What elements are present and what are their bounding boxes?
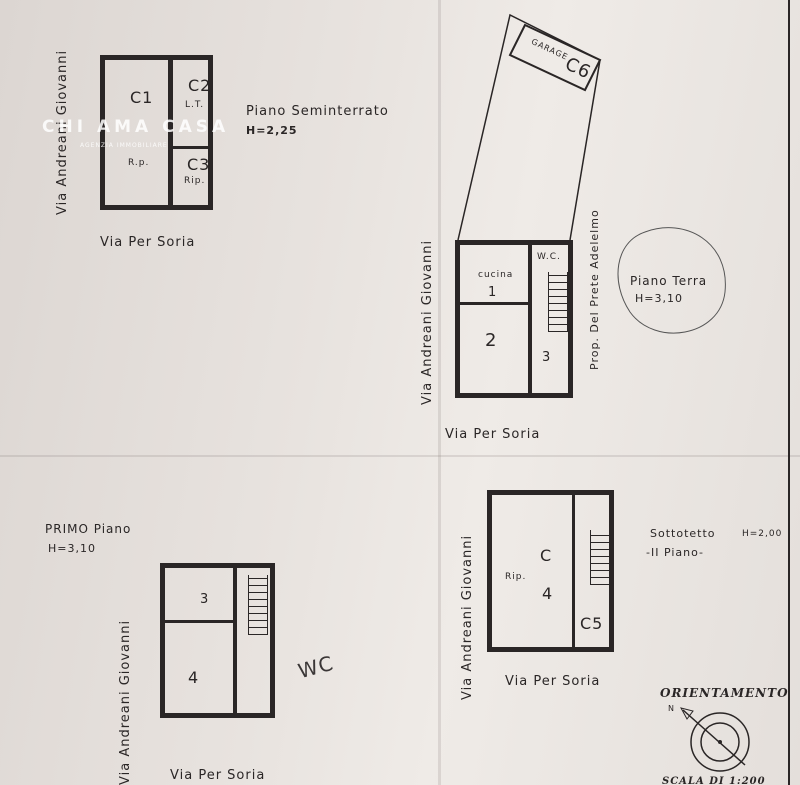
wall bbox=[160, 620, 235, 623]
street-label-front: Via Per Soria bbox=[505, 674, 601, 689]
room-lt: L.T. bbox=[185, 100, 205, 110]
room-rip: Rip. bbox=[184, 176, 206, 186]
terra-plan bbox=[455, 240, 573, 398]
room-c2: C2 bbox=[188, 76, 212, 95]
street-label-side: Via Andreani Giovanni bbox=[420, 239, 435, 405]
room-rip: R.p. bbox=[128, 158, 150, 168]
room-2: 2 bbox=[485, 330, 498, 351]
seminterrato-title: Piano Seminterrato bbox=[246, 104, 389, 119]
wall bbox=[455, 302, 530, 305]
sheet-edge bbox=[788, 0, 790, 785]
sottotetto-title: Sottotetto bbox=[650, 527, 716, 540]
paper-fold bbox=[0, 455, 800, 457]
room-rip: Rip. bbox=[505, 572, 527, 582]
room-wc: W.C. bbox=[537, 252, 561, 262]
room-1: 1 bbox=[488, 285, 498, 300]
room-cucina: cucina bbox=[478, 270, 514, 280]
north-label: N bbox=[668, 704, 675, 713]
paper-fold bbox=[438, 0, 441, 785]
watermark-subtitle: AGENZIA IMMOBILIARE bbox=[80, 142, 168, 149]
room-c1: C1 bbox=[130, 88, 154, 107]
room-4: 4 bbox=[542, 584, 554, 603]
wall bbox=[572, 490, 575, 652]
primo-plan bbox=[160, 563, 275, 718]
seminterrato-height: H=2,25 bbox=[246, 124, 298, 137]
street-label-front: Via Per Soria bbox=[100, 235, 196, 250]
room-c: C bbox=[540, 546, 553, 565]
watermark-logo: CHI AMA CASA bbox=[42, 117, 230, 137]
room-c3: C3 bbox=[187, 155, 211, 174]
seminterrato-plan bbox=[100, 55, 213, 210]
room-c5: C5 bbox=[580, 614, 604, 633]
staircase bbox=[590, 530, 610, 585]
room-4: 4 bbox=[188, 668, 200, 687]
wc-handwritten: WC bbox=[295, 650, 337, 684]
room-3: 3 bbox=[542, 350, 552, 365]
street-label-side: Via Andreani Giovanni bbox=[118, 619, 133, 785]
room-3: 3 bbox=[200, 592, 210, 607]
street-label-side: Via Andreani Giovanni bbox=[460, 534, 475, 700]
staircase bbox=[248, 575, 268, 635]
wall bbox=[528, 240, 532, 398]
sottotetto-height: H=2,00 bbox=[742, 529, 783, 539]
garage-outline bbox=[457, 13, 602, 241]
staircase bbox=[548, 272, 568, 332]
street-label-front: Via Per Soria bbox=[445, 427, 541, 442]
sottotetto-plan bbox=[487, 490, 614, 652]
wall bbox=[168, 55, 173, 210]
primo-title: PRIMO Piano bbox=[45, 522, 132, 536]
street-label-front: Via Per Soria bbox=[170, 768, 266, 783]
terra-title: Piano Terra bbox=[630, 274, 708, 288]
primo-height: H=3,10 bbox=[48, 542, 96, 555]
wall bbox=[233, 563, 237, 718]
sottotetto-subtitle: -II Piano- bbox=[646, 546, 705, 559]
wall bbox=[168, 146, 213, 149]
compass-icon bbox=[680, 707, 750, 772]
piano-terra-highlight bbox=[617, 227, 726, 334]
terra-height: H=3,10 bbox=[635, 292, 683, 305]
neighbor-label: Prop. Del Prete Adelelmo bbox=[588, 209, 601, 370]
orientation-title: ORIENTAMENTO bbox=[660, 686, 789, 700]
scale-label: SCALA DI 1:200 bbox=[662, 776, 766, 785]
